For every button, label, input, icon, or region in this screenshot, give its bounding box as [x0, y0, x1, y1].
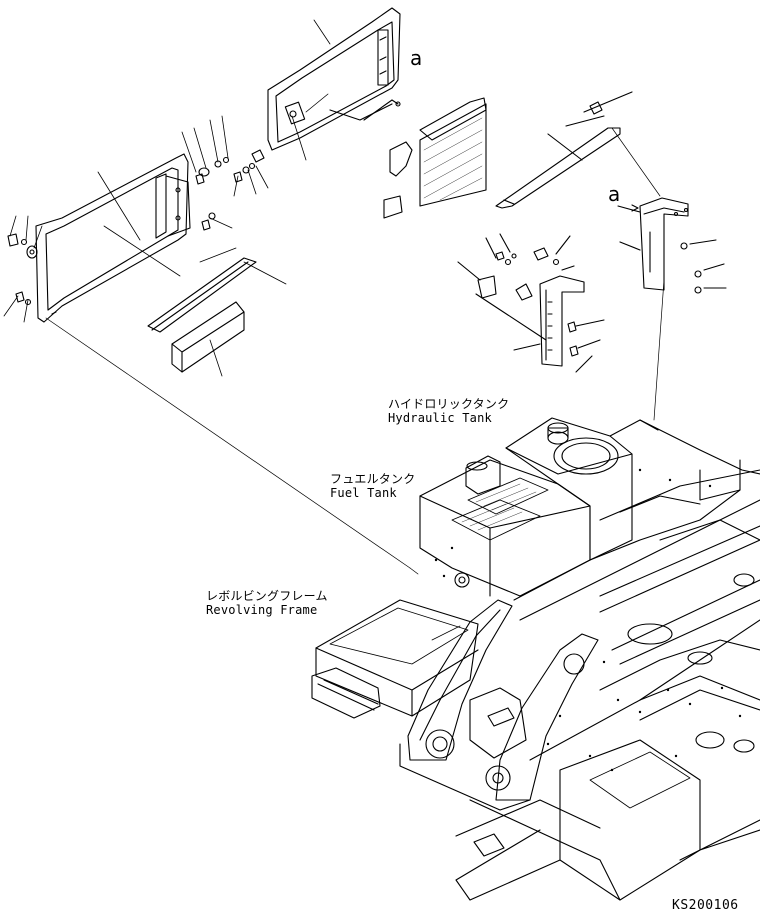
label-leaders [409, 567, 419, 575]
fasteners-left [7, 149, 265, 306]
reference-mark-a-top: a [410, 46, 423, 70]
rubber-pads [383, 97, 487, 219]
revolving-frame-label-jp: レボルビングフレーム [206, 589, 328, 603]
fuel-tank [419, 455, 591, 597]
revolving-frame [311, 419, 760, 901]
seal-strips [147, 257, 257, 373]
revolving-frame-label: レボルビングフレーム Revolving Frame [206, 589, 328, 617]
revolving-frame-label-en: Revolving Frame [206, 603, 318, 617]
fuel-tank-label-jp: フュエルタンク [330, 472, 416, 486]
leader-lines-left [3, 19, 331, 377]
hydraulic-tank-label: ハイドロリックタンク Hydraulic Tank [388, 397, 509, 425]
hydraulic-tank-label-jp: ハイドロリックタンク [388, 397, 510, 411]
assembly-lines [45, 127, 665, 569]
fuel-tank-label: フュエルタンク Fuel Tank [330, 472, 415, 500]
left-cover-panel [35, 153, 191, 323]
fuel-tank-label-en: Fuel Tank [330, 486, 397, 500]
brackets-right [457, 91, 727, 373]
hydraulic-tank [505, 417, 659, 561]
reference-mark-a-right: a [608, 182, 621, 206]
rivet-dots [434, 468, 742, 772]
hydraulic-tank-label-en: Hydraulic Tank [388, 411, 492, 425]
drawing-code: KS200106 [672, 898, 739, 913]
upper-cover-panel [267, 7, 401, 151]
